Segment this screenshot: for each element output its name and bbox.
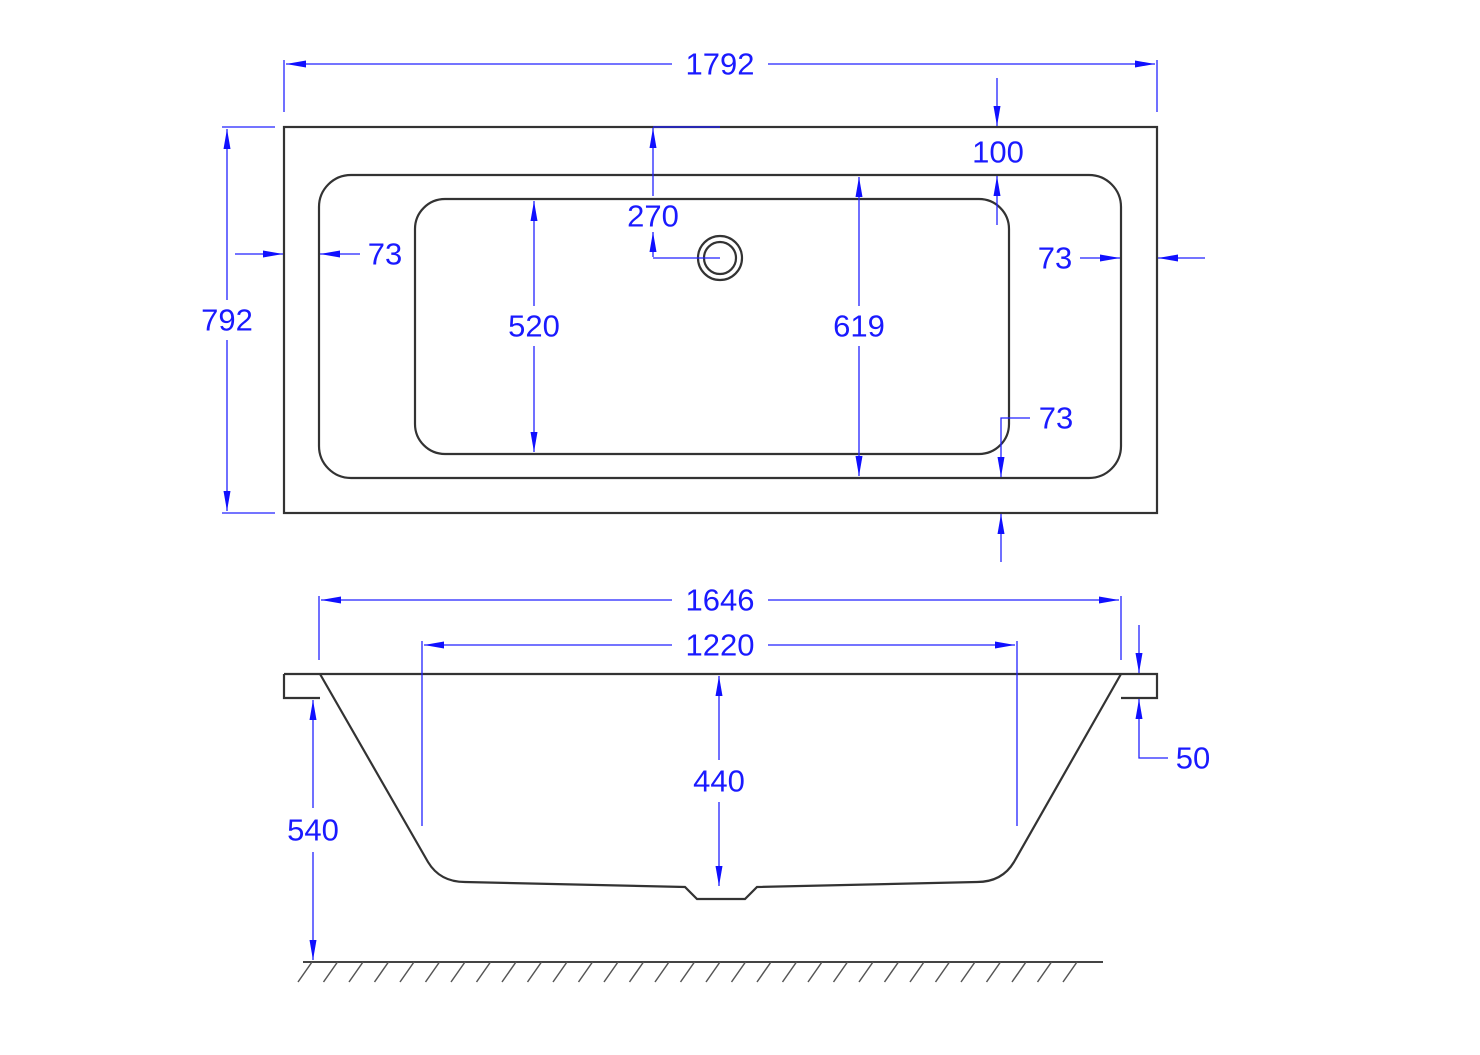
hatch-line: [730, 961, 747, 983]
hatch-line: [373, 961, 390, 983]
dim-rim-left: 73: [235, 237, 402, 272]
dim-bottom-length: 1220: [421, 628, 1018, 826]
hatch-line: [654, 961, 670, 983]
dim-label: 100: [972, 135, 1024, 170]
top-view: [282, 125, 1159, 515]
hatch-line: [526, 961, 543, 983]
rim-outline: [282, 672, 1159, 700]
hatch-line: [705, 961, 721, 983]
hatch-line: [603, 961, 619, 983]
floor-hatching: [297, 961, 1078, 983]
dim-rim-bottom: 73: [997, 401, 1073, 562]
hatch-line: [322, 961, 339, 983]
hatch-line: [348, 961, 364, 983]
hatch-line: [679, 961, 696, 983]
dim-label: 619: [833, 309, 885, 344]
basin-top-outline: [317, 173, 1123, 480]
dim-label: 270: [627, 199, 679, 234]
dim-rim-thickness: 50: [1135, 625, 1210, 776]
dim-rim-right: 73: [1038, 241, 1205, 276]
dim-label: 73: [1039, 401, 1073, 436]
hatch-line: [1011, 961, 1027, 983]
hatch-line: [858, 961, 874, 983]
hatch-line: [985, 961, 1002, 983]
hatch-line: [577, 961, 594, 983]
dim-basin-top-width: 619: [833, 177, 885, 476]
dim-label: 440: [693, 764, 745, 799]
hatch-line: [297, 961, 313, 983]
hatch-line: [475, 961, 492, 983]
hatch-line: [883, 961, 900, 983]
hatch-line: [628, 961, 645, 983]
dim-height: 540: [287, 700, 339, 960]
dim-label: 792: [201, 303, 253, 338]
hatch-line: [450, 961, 466, 983]
dim-drain-offset: 270: [627, 126, 720, 259]
dim-label: 1646: [686, 583, 755, 618]
hatch-line: [424, 961, 441, 983]
hatch-line: [552, 961, 568, 983]
dim-rim-top: 100: [972, 78, 1024, 225]
outer-rim-outline: [282, 125, 1159, 515]
tub-body-outline: [319, 673, 1122, 901]
dim-label: 73: [368, 237, 402, 272]
dim-label: 1792: [686, 47, 755, 82]
dim-label: 73: [1038, 241, 1072, 276]
dim-label: 50: [1176, 741, 1210, 776]
dim-overall-length: 1792: [283, 47, 1158, 112]
hatch-line: [781, 961, 798, 983]
hatch-line: [909, 961, 925, 983]
dim-basin-bottom-width: 520: [508, 201, 560, 452]
hatch-line: [1062, 961, 1078, 983]
dim-label: 540: [287, 813, 339, 848]
dim-label: 520: [508, 309, 560, 344]
dim-depth: 440: [693, 676, 745, 886]
side-view: [282, 672, 1159, 983]
hatch-line: [832, 961, 849, 983]
dim-label: 1220: [686, 628, 755, 663]
dim-overall-width: 792: [201, 126, 275, 514]
dim-top-length: 1646: [318, 583, 1122, 660]
basin-bottom-outline: [413, 197, 1011, 456]
hatch-line: [501, 961, 517, 983]
hatch-line: [807, 961, 823, 983]
hatch-line: [1036, 961, 1053, 983]
hatch-line: [960, 961, 976, 983]
hatch-line: [934, 961, 951, 983]
hatch-line: [756, 961, 772, 983]
hatch-line: [399, 961, 415, 983]
